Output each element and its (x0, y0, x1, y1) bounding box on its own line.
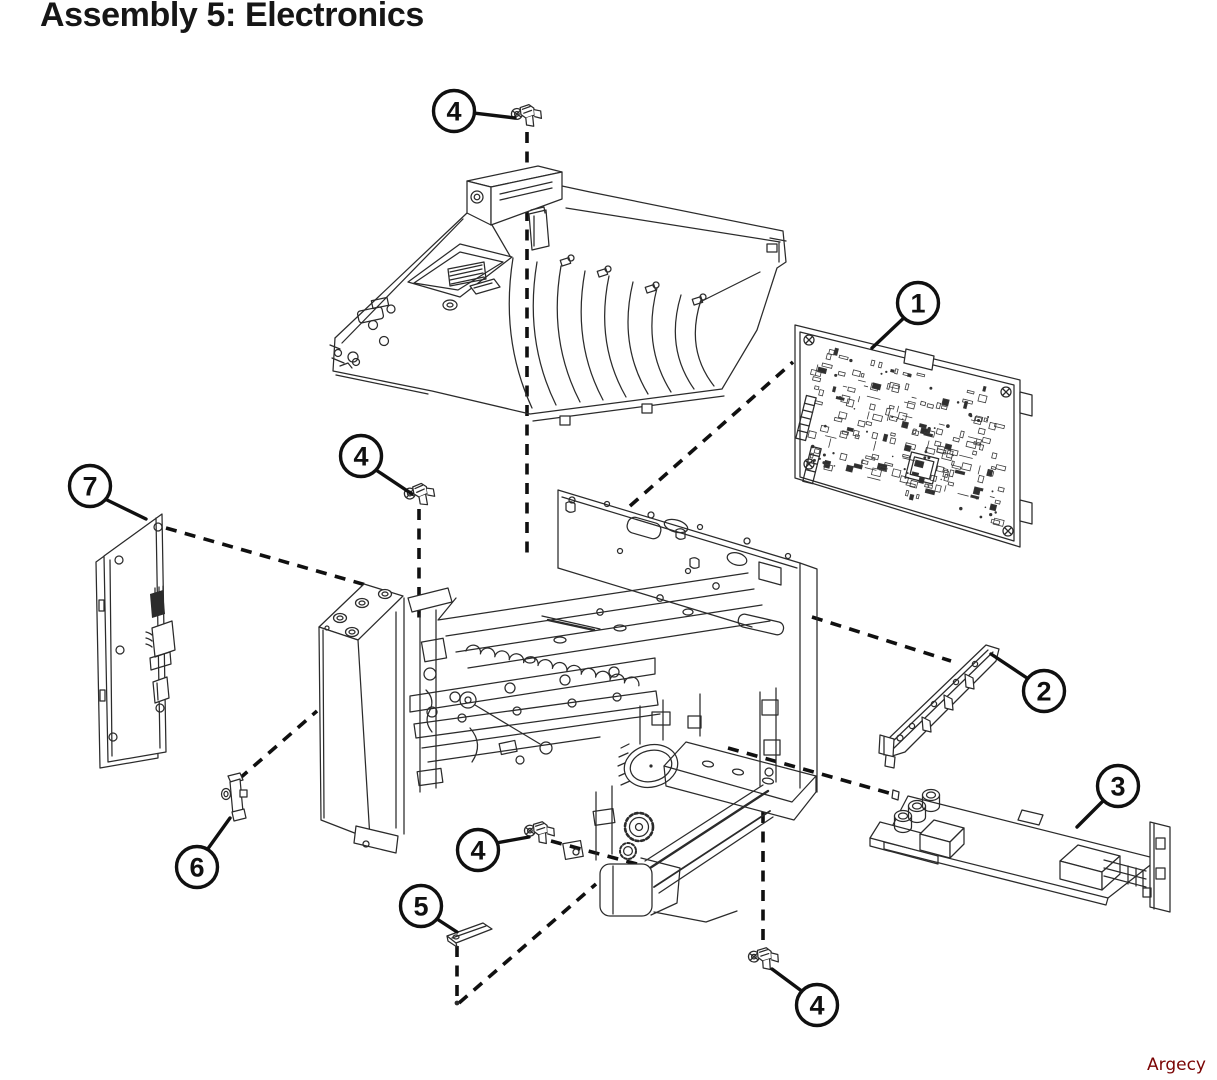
dash-board3 (727, 746, 897, 797)
callout-4-top-leader (472, 111, 517, 120)
dash-board1 (628, 360, 795, 508)
cable-clip-part4-top (510, 102, 543, 130)
top-cover-assembly (329, 165, 787, 426)
cable-clip-part4-mid (402, 480, 437, 509)
dash-bracket2 (811, 615, 952, 663)
pcb-scatter (807, 347, 1007, 527)
cable-clip-part4-bottom-right (747, 946, 780, 972)
callout-4-bottom-center: 4 (455, 827, 531, 873)
callout-4-bottom-right-number: 4 (809, 991, 824, 1021)
standoffs (893, 788, 941, 834)
callout-2-circle (1021, 668, 1067, 714)
callout-4-mid-number: 4 (353, 442, 368, 472)
callout-2: 2 (989, 652, 1067, 714)
callout-3-number: 3 (1110, 772, 1125, 802)
callout-7-number: 7 (82, 472, 97, 502)
callout-4-top-number: 4 (446, 97, 461, 127)
callout-6: 6 (174, 816, 232, 890)
callout-4-bottom-center-circle (455, 827, 501, 873)
callout-1-leader (870, 313, 909, 350)
callout-3-leader (1075, 798, 1106, 829)
callout-4-mid: 4 (338, 433, 414, 496)
callout-4-mid-leader (374, 468, 414, 496)
callout-5-leader (435, 917, 459, 934)
callout-2-leader (989, 652, 1029, 680)
callout-1-number: 1 (910, 289, 925, 319)
dash-clip4-bottom-center (550, 839, 649, 869)
callout-7-circle (67, 463, 113, 509)
clip-bracket-part6 (220, 772, 248, 822)
watermark-text: Argecy (1147, 1055, 1206, 1075)
callout-4-bottom-right: 4 (770, 967, 840, 1028)
callout-6-leader (205, 816, 232, 852)
callout-7-leader (103, 497, 148, 521)
callout-4-bottom-center-number: 4 (470, 836, 485, 866)
controller-board-part1 (794, 324, 1033, 548)
page-title: Assembly 5: Electronics (40, 0, 424, 34)
callout-4-bottom-right-leader (770, 967, 805, 994)
dash-strip5-diagonal (457, 882, 598, 1005)
callout-4-mid-circle (338, 433, 384, 479)
interface-board-part3 (869, 788, 1171, 913)
callout-7: 7 (67, 463, 148, 521)
callout-5-number: 5 (413, 892, 428, 922)
dash-corner-dot (454, 1000, 460, 1006)
callout-5: 5 (398, 883, 459, 934)
callout-4-bottom-right-circle (794, 982, 840, 1028)
main-frame-assembly (318, 489, 818, 923)
callout-6-circle (174, 844, 220, 890)
callout-5-circle (398, 883, 444, 929)
left-box-bosses (332, 588, 393, 638)
callout-4-bottom-center-leader (494, 835, 531, 845)
callout-3-circle (1095, 763, 1141, 809)
callout-4-top: 4 (431, 88, 517, 134)
dash-clip6 (237, 709, 319, 781)
rail-bracket-part2 (878, 644, 1000, 769)
callout-6-number: 6 (189, 853, 204, 883)
callout-2-number: 2 (1036, 677, 1051, 707)
cable-clip-part4-bottom-center (523, 820, 556, 846)
callout-1-circle (895, 280, 941, 326)
callout-4-top-circle (431, 88, 477, 134)
callout-1: 1 (870, 280, 941, 350)
ground-strip-part5 (446, 922, 493, 948)
callout-3: 3 (1075, 763, 1141, 829)
dash-panel7 (165, 526, 367, 587)
assembly-dashed-lines (165, 132, 952, 1006)
shield-panel-part7 (95, 513, 176, 769)
